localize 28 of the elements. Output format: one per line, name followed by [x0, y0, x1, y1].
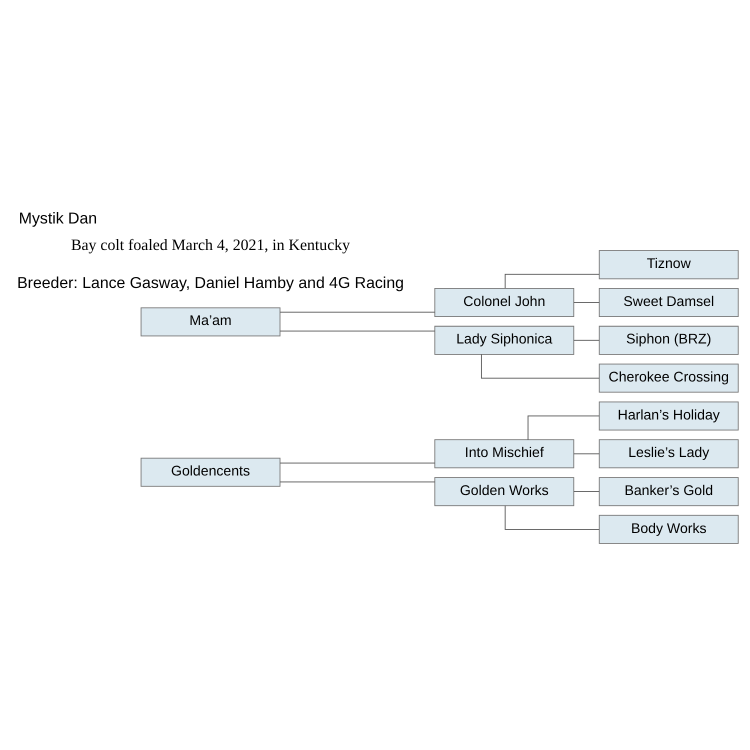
- label: Breeder: Lance Gasway, Daniel Hamby and 4G Racing: [17, 274, 404, 292]
- connector: [504, 273, 600, 288]
- node-box: Ma’am: [140, 306, 280, 336]
- node-box: Body Works: [598, 514, 739, 544]
- connector: [573, 339, 600, 340]
- connector: [528, 415, 600, 440]
- node-box: Tiznow: [598, 250, 739, 279]
- connector: [280, 462, 436, 463]
- node-box: Leslie’s Lady: [598, 438, 739, 468]
- connector: [573, 452, 600, 454]
- node-box: Cherokee Crossing: [598, 363, 739, 392]
- node-box: Banker’s Gold: [598, 476, 739, 506]
- connector: [280, 480, 436, 482]
- connector: [573, 490, 600, 492]
- node-box: Siphon (BRZ): [598, 325, 739, 354]
- node-box: Golden Works: [434, 476, 574, 506]
- node-box: Lady Siphonica: [434, 325, 574, 354]
- connector: [480, 353, 600, 378]
- node-box: Into Mischief: [434, 438, 574, 468]
- node-box: Colonel John: [434, 288, 574, 317]
- node-box: Harlan’s Holiday: [598, 400, 739, 430]
- connector: [280, 330, 436, 332]
- connector: [504, 504, 600, 530]
- node-box: Goldencents: [140, 457, 280, 486]
- connector: [280, 311, 436, 312]
- node-box: Sweet Damsel: [598, 288, 739, 317]
- label: Bay colt foaled March 4, 2021, in Kentucky: [70, 236, 350, 254]
- diagram-title: Mystik Dan: [18, 210, 98, 228]
